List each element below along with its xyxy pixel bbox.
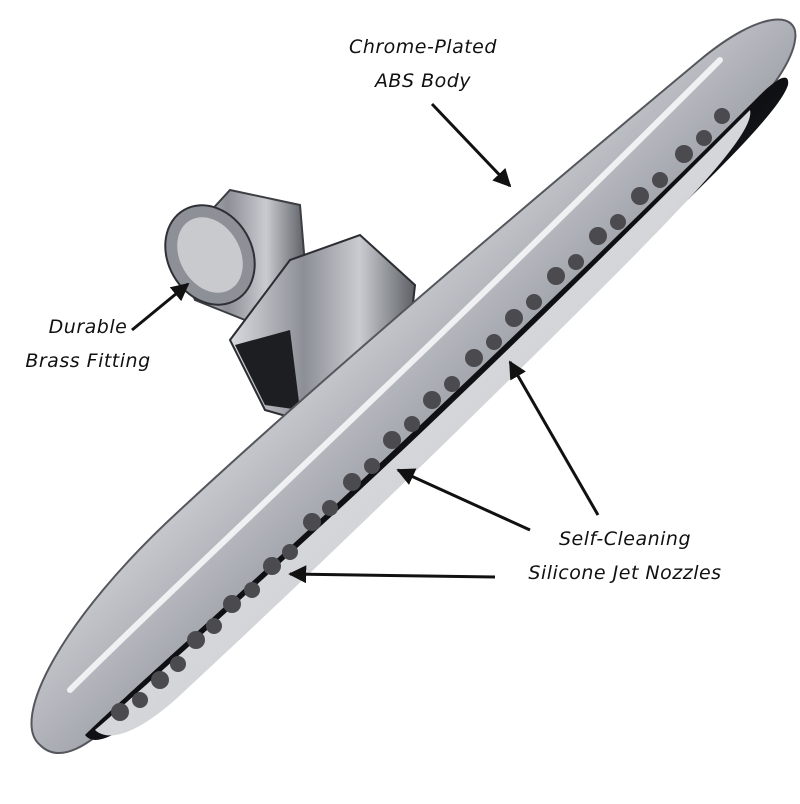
callout-arrows [131, 102, 600, 584]
callout-fitting: Durable Brass Fitting [8, 310, 168, 378]
shower-head-body [30, 18, 797, 755]
callout-body: Chrome-Plated ABS Body [318, 30, 528, 98]
brass-fitting [164, 188, 417, 422]
callout-nozzles: Self-Cleaning Silicone Jet Nozzles [500, 522, 750, 590]
callout-nozzles-line1: Self-Cleaning [558, 528, 692, 550]
arrow-nozzle-middle [396, 468, 531, 532]
callout-fitting-line2: Brass Fitting [25, 350, 151, 372]
callout-body-line2: ABS Body [374, 70, 472, 92]
callout-fitting-line1: Durable [48, 316, 128, 338]
arrow-nozzle-upper [508, 360, 600, 516]
callout-body-line1: Chrome-Plated [349, 36, 497, 58]
callout-nozzles-line2: Silicone Jet Nozzles [528, 562, 722, 584]
arrow-nozzle-lower [288, 565, 496, 584]
arrow-body [430, 102, 512, 188]
arrow-fitting [131, 282, 190, 332]
silicone-nozzles [111, 108, 730, 721]
